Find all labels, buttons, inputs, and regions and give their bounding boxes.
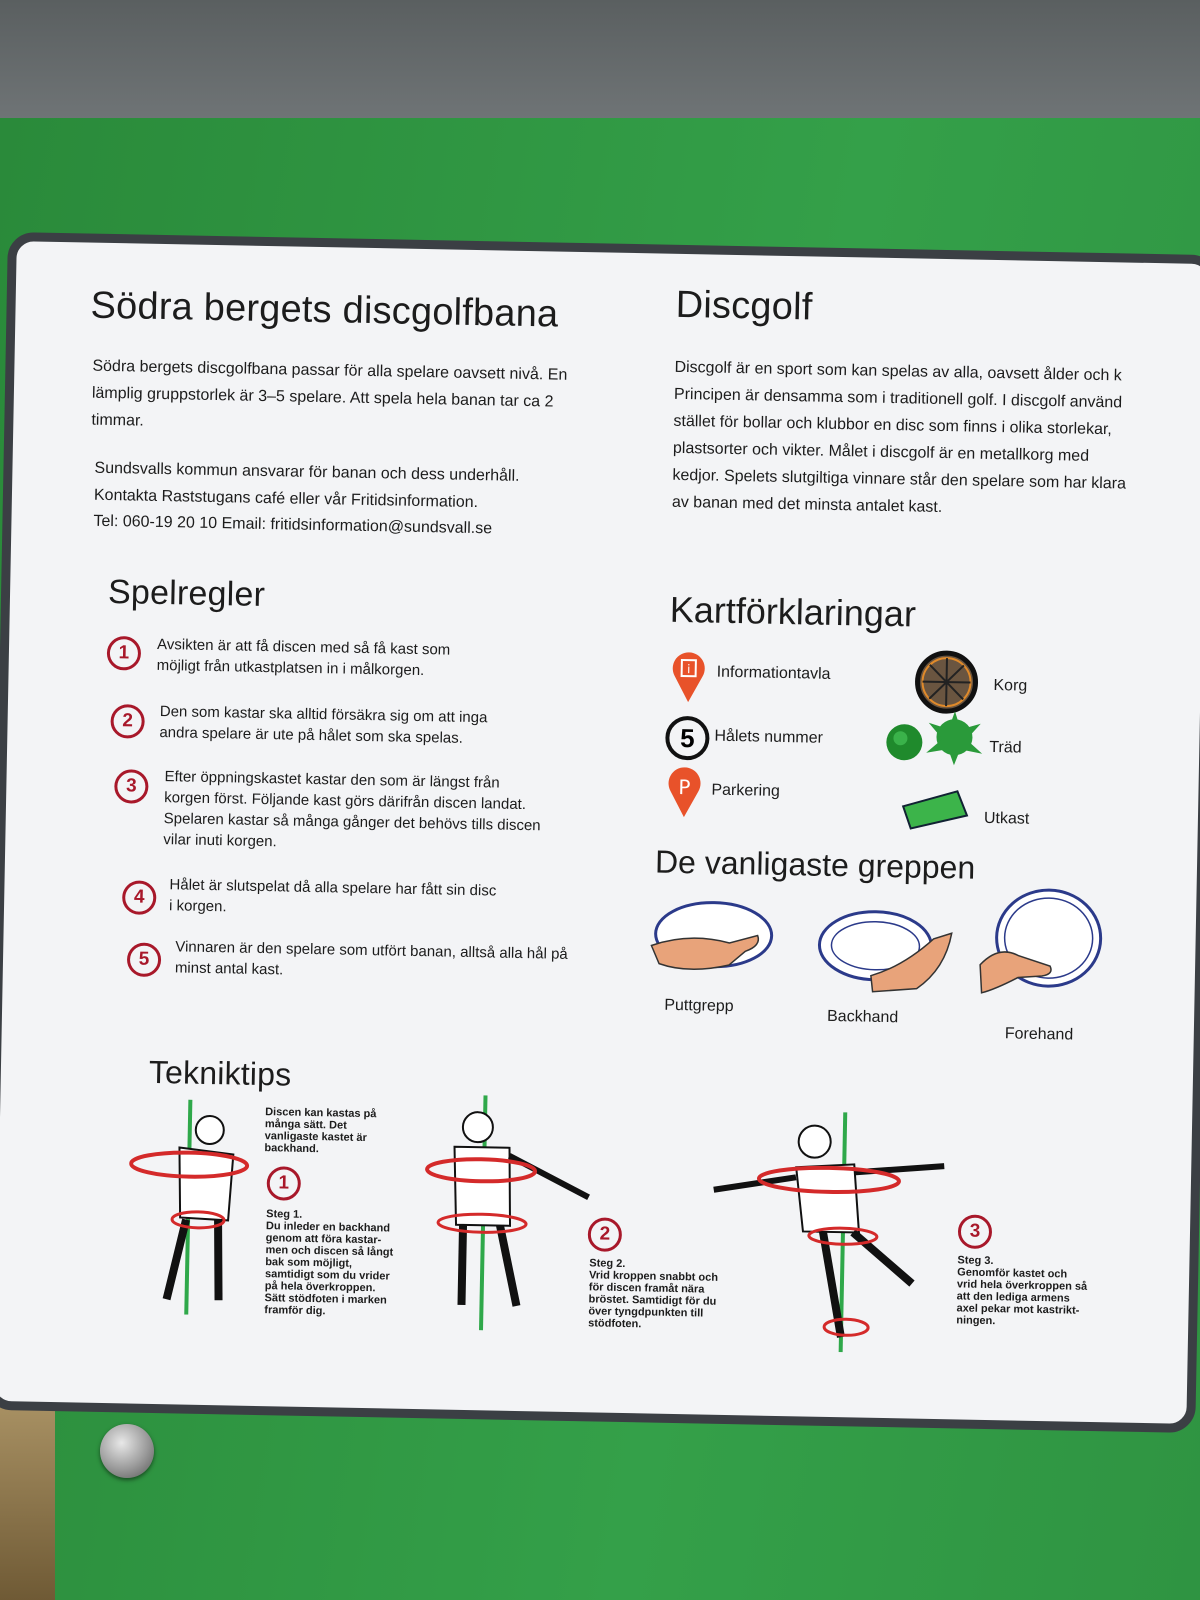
tee-label: Utkast xyxy=(983,809,1030,828)
rule-text: Hålet är slutspelat då alla spelare har … xyxy=(168,876,497,916)
gray-wall xyxy=(0,0,1200,125)
forehand-grip-icon xyxy=(979,888,1103,994)
player-step1-icon xyxy=(129,1099,250,1315)
step-number: 3 xyxy=(957,1214,993,1250)
step-number: 2 xyxy=(587,1217,623,1252)
rule-number: 1 xyxy=(106,635,142,671)
course-title: Södra bergets discgolfbana xyxy=(90,284,559,336)
discgolf-title: Discgolf xyxy=(675,283,813,329)
rule-text: Efter öppningskastet kastar den som är l… xyxy=(163,768,541,851)
step-number: 1 xyxy=(266,1166,302,1201)
maintenance-text: Sundsvalls kommun ansvarar för banan och… xyxy=(93,459,520,512)
parking-pin-icon: P xyxy=(668,767,701,818)
svg-text:P: P xyxy=(678,775,691,799)
tips-intro: Discen kan kastas på många sätt. Det van… xyxy=(264,1106,377,1156)
rule-number: 3 xyxy=(114,769,149,804)
parking-label: Parkering xyxy=(711,781,781,800)
info-sign: Södra bergets discgolfbana Södra bergets… xyxy=(0,232,1200,1434)
legend-title: Kartförklaringar xyxy=(669,588,917,635)
rule-number: 5 xyxy=(126,942,162,978)
discgolf-description: Discgolf är en sport som kan spelas av a… xyxy=(671,358,1127,516)
rule-text: Den som kastar ska alltid försäkra sig o… xyxy=(159,703,488,747)
hole-number-icon: 5 xyxy=(664,715,710,761)
metal-bolt xyxy=(100,1424,154,1478)
rule-number: 2 xyxy=(110,704,145,739)
backhand-grip-icon xyxy=(817,910,953,993)
rule-text: Avsikten är att få discen med så få kast… xyxy=(156,635,451,680)
tee-icon xyxy=(901,790,969,830)
info-pin-icon: i xyxy=(672,652,705,703)
hole-label: Hålets nummer xyxy=(714,727,824,747)
step-text: Steg 3. Genomför kastet och vrid hela öv… xyxy=(956,1254,1088,1328)
player-step3-icon xyxy=(713,1112,945,1353)
grips-title: De vanligaste greppen xyxy=(654,843,976,886)
svg-text:i: i xyxy=(687,662,691,676)
tips-title: Tekniktips xyxy=(148,1053,292,1093)
basket-icon xyxy=(915,650,979,714)
rules-title: Spelregler xyxy=(107,572,266,614)
course-description: Södra bergets discgolfbana passar för al… xyxy=(91,357,568,430)
tree-label: Träd xyxy=(989,738,1022,757)
basket-label: Korg xyxy=(993,677,1028,695)
rule-text: Vinnaren är den spelare som utfört banan… xyxy=(174,938,568,979)
tree-icon xyxy=(886,711,983,766)
putt-grip-icon xyxy=(650,901,774,971)
step-text: Steg 1. Du inleder en backhand genom att… xyxy=(264,1208,394,1318)
info-label: Informationtavla xyxy=(716,663,831,683)
step-text: Steg 2. Vrid kroppen snabbt och för disc… xyxy=(588,1257,719,1331)
player-step2-icon xyxy=(425,1095,590,1331)
grip-label: Backhand xyxy=(826,1007,899,1027)
grip-label: Forehand xyxy=(1004,1025,1074,1044)
grip-label: Puttgrepp xyxy=(664,996,734,1016)
rule-number: 4 xyxy=(121,880,157,915)
